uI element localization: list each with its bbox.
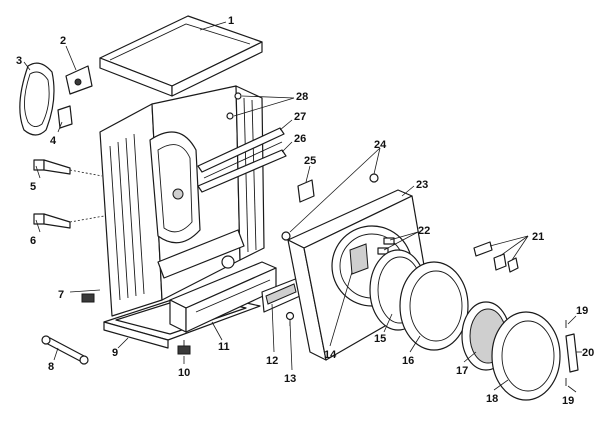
label-part-13: 13 bbox=[284, 373, 296, 385]
label-part-27: 27 bbox=[294, 111, 306, 123]
label-part-7: 7 bbox=[58, 289, 64, 301]
latch-bracket bbox=[65, 65, 93, 95]
label-part-22: 22 bbox=[418, 225, 430, 237]
label-part-28: 28 bbox=[296, 91, 308, 103]
label-part-23: 23 bbox=[416, 179, 428, 191]
inner-door-ring bbox=[399, 261, 469, 351]
label-part-17: 17 bbox=[456, 365, 468, 377]
transport-bolt-lower bbox=[33, 213, 105, 229]
label-part-21: 21 bbox=[532, 231, 544, 243]
label-part-19-top: 19 bbox=[576, 305, 588, 317]
leader-lines bbox=[23, 21, 582, 393]
transport-bolt-upper bbox=[33, 159, 103, 177]
label-part-14: 14 bbox=[324, 349, 337, 361]
label-part-26: 26 bbox=[294, 133, 306, 145]
label-part-19-bottom: 19 bbox=[562, 395, 574, 407]
hinge-pins bbox=[377, 237, 395, 255]
label-part-2: 2 bbox=[60, 35, 66, 47]
outer-door-ring bbox=[491, 311, 561, 401]
latch-clip bbox=[57, 105, 73, 129]
rear-gasket bbox=[19, 62, 55, 136]
label-part-18: 18 bbox=[486, 393, 498, 405]
spanner bbox=[41, 335, 89, 365]
panel-bracket bbox=[297, 179, 315, 203]
label-part-24: 24 bbox=[374, 139, 387, 151]
label-part-8: 8 bbox=[48, 361, 54, 373]
label-part-3: 3 bbox=[16, 55, 22, 67]
label-part-11: 11 bbox=[218, 341, 230, 353]
door-handle bbox=[565, 333, 579, 373]
label-part-6: 6 bbox=[30, 235, 36, 247]
drawer-housing bbox=[169, 261, 277, 333]
label-part-15: 15 bbox=[374, 333, 386, 345]
label-part-12: 12 bbox=[266, 355, 278, 367]
door-hinge-parts bbox=[473, 241, 519, 273]
adjustable-foot-front bbox=[177, 340, 191, 355]
detergent-drawer bbox=[261, 277, 301, 313]
cabinet-body bbox=[99, 85, 287, 317]
label-part-16: 16 bbox=[402, 355, 414, 367]
label-part-20: 20 bbox=[582, 347, 594, 359]
label-part-1: 1 bbox=[228, 15, 234, 27]
label-part-9: 9 bbox=[112, 347, 118, 359]
label-part-10: 10 bbox=[178, 367, 190, 379]
front-panel bbox=[287, 189, 431, 361]
label-part-5: 5 bbox=[30, 181, 36, 193]
label-part-4: 4 bbox=[50, 135, 57, 147]
label-part-25: 25 bbox=[304, 155, 316, 167]
adjustable-foot-rear bbox=[81, 293, 95, 303]
top-cover bbox=[99, 15, 263, 97]
part-number-labels: 1 2 3 4 5 6 7 8 9 10 11 12 13 14 15 16 1… bbox=[16, 15, 594, 407]
